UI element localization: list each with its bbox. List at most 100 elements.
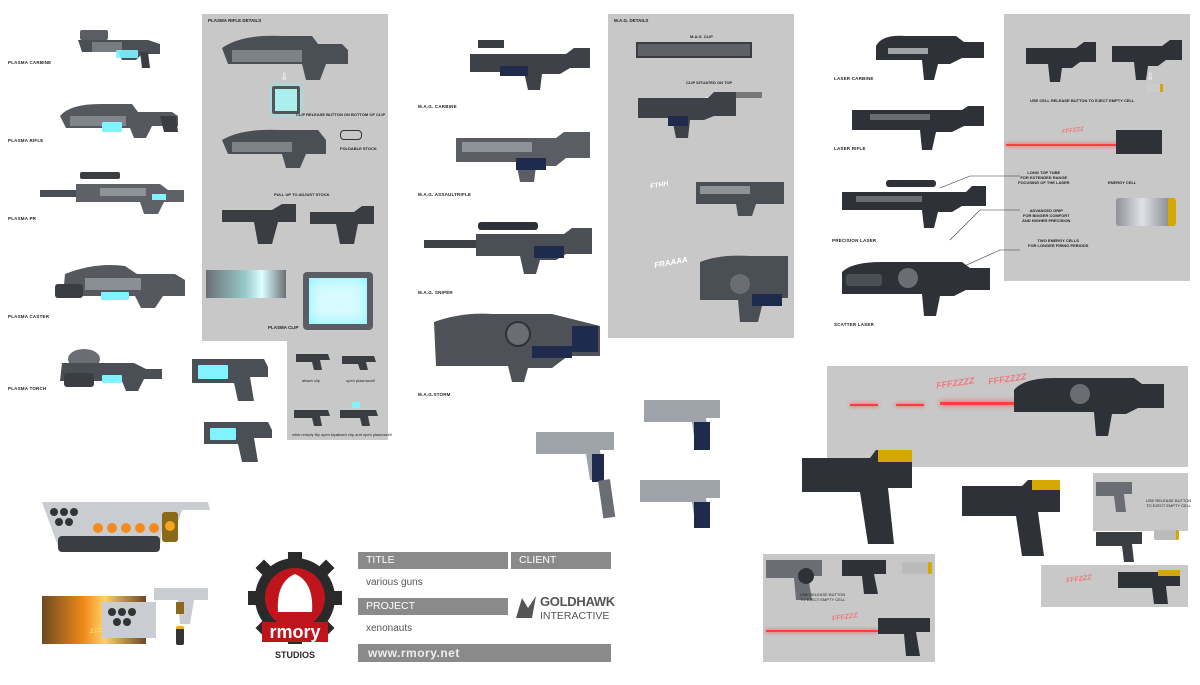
client-header: CLIENT	[511, 552, 611, 569]
plasma-clip-small	[272, 86, 300, 114]
plasma-rifle-gun	[60, 104, 178, 138]
laser-beam-4	[940, 402, 1020, 405]
plasma-carbine-gun	[78, 30, 160, 68]
label-mag-storm: M.A.G.STORM	[418, 392, 451, 397]
mag-fire-gun-1	[696, 182, 784, 216]
plasma-details-title: PLASMA RIFLE DETAILS	[208, 18, 262, 23]
mag-clip-label: M.A.G. CLIP	[690, 34, 713, 39]
label-mag-carbine: M.A.G. CARBINE	[418, 104, 457, 109]
foldable-stock-note: FOLDABLE STOCK	[340, 146, 377, 151]
mag-sniper-gun	[424, 222, 592, 274]
small-eject-pistol-2	[842, 560, 886, 594]
rmory-gear-logo	[248, 552, 342, 644]
plasma-torch-gun	[60, 349, 162, 391]
laser-carbine-gun	[876, 35, 984, 80]
when-empty-note: when empty flip open top	[292, 432, 337, 437]
plasma-clip-large	[303, 272, 373, 330]
mag-clip-bar	[636, 42, 752, 58]
open-plasmacell-note: open plasmacell	[346, 378, 375, 383]
laser-details-gun-2	[1112, 40, 1182, 80]
plasma-pistol-1	[192, 359, 268, 401]
mag-details-title: M.A.G. DETAILS	[614, 18, 649, 23]
label-plasma-rifle: PLASMA RIFLE	[8, 138, 44, 143]
stock-fold-icon	[340, 130, 362, 140]
plasma-details-gun-top	[222, 35, 348, 80]
project-header: PROJECT	[358, 598, 508, 615]
website-url[interactable]: www.rmory.net	[358, 644, 611, 662]
mag-pistol-2	[536, 432, 616, 519]
mag-storm-gun	[434, 313, 600, 382]
cell-eject-small-2	[902, 562, 932, 574]
title-value: various guns	[366, 577, 423, 588]
label-laser-rifle: LASER RIFLE	[834, 146, 866, 151]
eject-button-note: USE RELEASE BUTTON TO EJECT EMPTY CELL	[1146, 498, 1192, 508]
plasma-caster-gun	[55, 265, 185, 308]
client-name-2: INTERACTIVE	[540, 610, 610, 622]
clip-step-4	[340, 402, 378, 426]
cell-eject-small	[1154, 530, 1179, 540]
label-plasma-torch: PLASMA TORCH	[8, 386, 47, 391]
title-block: TITLE CLIENT various guns PROJECT xenona…	[358, 552, 615, 662]
laser-beam-1	[1006, 144, 1118, 146]
plasma-pistol-2	[204, 422, 272, 462]
attach-clip-note: attach clip	[302, 378, 321, 383]
clip-release-note: CLIP RELEASE BUTTON ON BOTTOM OF CLIP	[296, 112, 386, 117]
scatter-laser-gun	[842, 262, 990, 316]
clip-step-3	[294, 410, 330, 426]
stock-detail-1	[222, 204, 296, 244]
mag-assault-gun	[456, 132, 590, 182]
two-cells-note: TWO ENERGY CELLS FOR LONGER FIRING PERIO…	[1028, 238, 1089, 248]
label-mag-assault: M.A.G. ASSAULTRIFLE	[418, 192, 472, 197]
orange-cannon-gun	[42, 502, 210, 552]
orange-gun-stock	[154, 588, 208, 624]
precision-laser-gun	[842, 180, 986, 228]
logo-name: rmory	[269, 622, 321, 642]
plasma-muzzle-glow	[206, 270, 286, 298]
eject-cell-note: USE CELL RELEASE BUTTON TO EJECT EMPTY C…	[1030, 98, 1135, 103]
label-scatter-laser: SCATTER LASER	[834, 322, 875, 327]
logo-sub: STUDIOS	[274, 650, 315, 660]
energy-cell-small	[1146, 84, 1163, 92]
plasma-clip-label: PLASMA CLIP	[268, 325, 299, 330]
label-plasma-caster: PLASMA CASTER	[8, 314, 50, 319]
laser-details-gun-1	[1026, 42, 1096, 82]
stock-detail-2	[310, 206, 374, 244]
goldhawk-logo-icon	[516, 596, 536, 618]
energy-cell-label: ENERGY CELL	[1108, 180, 1137, 185]
client-name-1: GOLDHAWK	[540, 594, 615, 609]
plasma-details-gun-mid	[222, 129, 326, 168]
orange-cell	[176, 626, 184, 645]
plasma-pr-gun	[40, 172, 184, 214]
small-eject-pistol-1	[766, 560, 822, 600]
mag-carbine-gun	[470, 40, 590, 90]
clip-step-2	[342, 356, 376, 370]
mag-clip-small	[718, 92, 762, 98]
eject-arrow-icon: ⇩	[1146, 72, 1155, 83]
eject-pistol-a	[1096, 482, 1132, 512]
laser-rifle-gun	[852, 106, 984, 150]
mag-pistol-3	[640, 480, 720, 528]
energy-cell-large	[1116, 198, 1176, 226]
long-top-tube-note: LONG TOP TUBE FOR EXTENDED RANGE FOCUSIN…	[1018, 170, 1070, 185]
laser-beam-2	[850, 404, 878, 406]
eject-pistol-b	[1096, 532, 1142, 562]
clip-situated-note: CLIP SITUATED ON TOP	[686, 80, 733, 85]
clip-step-1	[296, 354, 330, 370]
title-block-divider	[508, 552, 511, 644]
laser-muzzle-gun	[1116, 130, 1162, 154]
advanced-grip-note: ADVANCED GRIP FOR BIGGER COMFORT AND HIG…	[1022, 208, 1071, 223]
title-header: TITLE	[358, 552, 508, 569]
project-value: xenonauts	[366, 623, 413, 634]
label-plasma-pr: PLASMA PR	[8, 216, 37, 221]
mag-fire-gun-2	[700, 255, 788, 322]
laser-fire-pistol	[1118, 570, 1180, 604]
pull-up-note: PULL UP TO ADJUST STOCK	[274, 192, 330, 197]
callout-lines	[939, 175, 1020, 269]
orange-gun-muzzle	[102, 602, 156, 638]
laser-beam-3	[896, 404, 924, 406]
laser-pistol-2	[962, 480, 1060, 556]
label-mag-sniper: M.A.G. SNIPER	[418, 290, 453, 295]
scatter-fire-gun	[1014, 378, 1164, 436]
arrow-down-icon: ⇩	[280, 72, 289, 83]
label-plasma-carbine: PLASMA CARBINE	[8, 60, 52, 65]
